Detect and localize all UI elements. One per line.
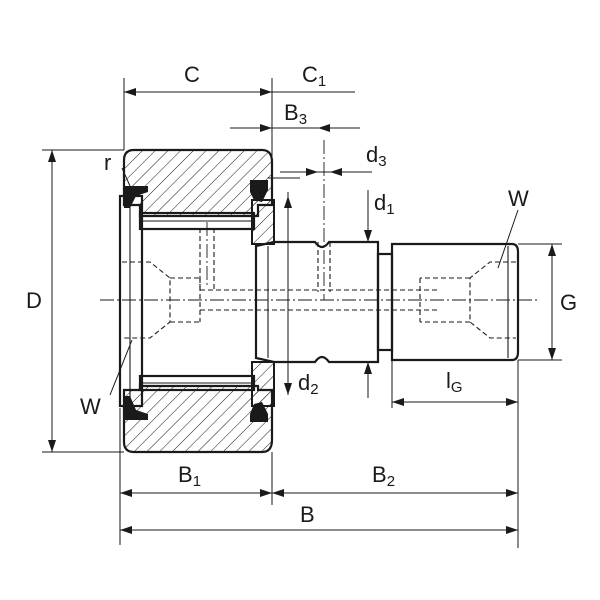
label-W-left: W: [80, 394, 101, 419]
dimension-d2: [284, 196, 292, 395]
dimension-B3: [230, 124, 360, 132]
dimension-D: [48, 150, 56, 452]
stud-shaft: [254, 240, 520, 364]
label-r: r: [104, 150, 111, 175]
leader-lines: [109, 167, 519, 396]
label-B: B: [300, 502, 315, 527]
dimension-B1: [120, 489, 272, 497]
label-d3: d3: [366, 142, 387, 170]
dimension-lG: [392, 398, 518, 406]
label-G: G: [560, 290, 577, 315]
outer-ring: [122, 148, 274, 454]
dimension-C: [124, 88, 272, 96]
dimension-B: [120, 526, 518, 534]
needle-rollers: [138, 211, 256, 392]
label-lG: lG: [446, 368, 463, 396]
extension-lines: [42, 78, 562, 548]
dimension-d3: [280, 168, 372, 176]
label-B2: B2: [372, 462, 395, 490]
dimension-B2: [272, 489, 518, 497]
dimension-G: [548, 244, 556, 360]
label-d2: d2: [298, 370, 319, 398]
label-C1: C1: [302, 62, 326, 90]
label-B1: B1: [178, 462, 201, 490]
label-B3: B3: [284, 100, 307, 128]
centre-lines: [100, 140, 540, 301]
label-d1: d1: [374, 190, 395, 218]
label-D: D: [26, 288, 42, 313]
dimension-d1: [364, 190, 372, 398]
stud-head: [118, 194, 144, 408]
label-W-right: W: [508, 186, 529, 211]
label-C: C: [184, 62, 200, 87]
